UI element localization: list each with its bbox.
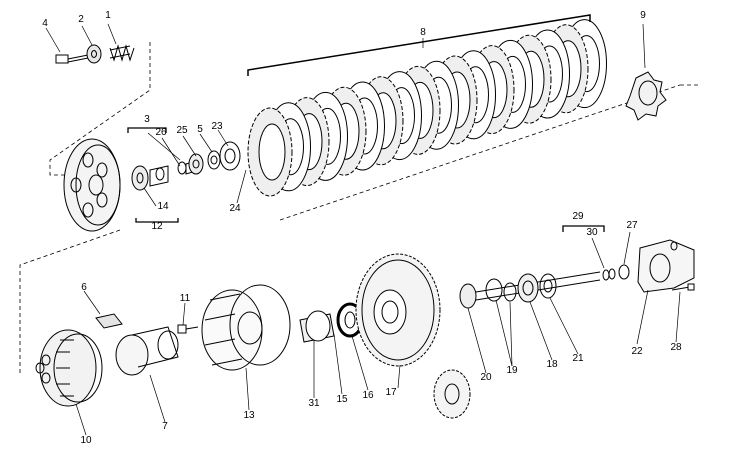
washer-part-2 xyxy=(86,44,102,64)
screw-part-4 xyxy=(55,54,89,64)
o-rings-part-30 xyxy=(602,268,616,281)
bracket-part-29 xyxy=(562,225,605,232)
o-ring-part-27 xyxy=(618,264,630,280)
callout-7: 7 xyxy=(162,421,168,432)
bracket-part-12 xyxy=(135,218,179,223)
callout-18: 18 xyxy=(546,359,558,370)
callout-17: 17 xyxy=(385,387,397,398)
callout-2: 2 xyxy=(78,14,84,25)
pressure-plate-part-12 xyxy=(63,138,121,232)
callout-22: 22 xyxy=(631,346,643,357)
hub-part-7 xyxy=(115,326,179,376)
bearing-part-18 xyxy=(517,273,539,303)
callout-5: 5 xyxy=(197,124,203,135)
thrust-piece-part-14 xyxy=(131,165,169,191)
callout-13: 13 xyxy=(243,410,255,421)
callout-26: 26 xyxy=(155,127,167,138)
leader-lines xyxy=(45,23,681,436)
callout-12: 12 xyxy=(151,221,163,232)
primary-gear-part-17 xyxy=(355,253,441,367)
bolt-part-28 xyxy=(671,283,695,291)
callout-27: 27 xyxy=(626,220,638,231)
bearing-part-25 xyxy=(188,153,204,175)
lock-washer-part-9 xyxy=(625,71,667,121)
clutch-basket-part-13 xyxy=(201,284,291,371)
seal-part-16 xyxy=(336,302,364,338)
callout-16: 16 xyxy=(362,390,374,401)
assembly-outline-upper xyxy=(19,42,698,375)
callout-15: 15 xyxy=(336,394,348,405)
pinion-gear-part-17 xyxy=(433,369,471,419)
bracket-part-3 xyxy=(127,127,167,133)
callout-10: 10 xyxy=(80,435,92,446)
slave-cylinder-part-22 xyxy=(637,239,695,293)
callout-9: 9 xyxy=(640,10,646,21)
clutch-drum-part-10 xyxy=(35,329,103,407)
callout-25: 25 xyxy=(176,125,188,136)
bushing-part-31 xyxy=(299,310,335,343)
callout-29: 29 xyxy=(572,211,584,222)
bolt-part-11 xyxy=(177,324,199,334)
callout-20: 20 xyxy=(480,372,492,383)
washer-part-5 xyxy=(207,150,221,170)
callout-11: 11 xyxy=(179,293,191,304)
callout-4: 4 xyxy=(42,18,48,29)
callout-30: 30 xyxy=(586,227,598,238)
bracket-part-8 xyxy=(247,14,591,76)
callout-23: 23 xyxy=(211,121,223,132)
callout-1: 1 xyxy=(105,10,111,21)
callout-6: 6 xyxy=(81,282,87,293)
callout-14: 14 xyxy=(157,201,169,212)
spacer-block-part-6 xyxy=(95,313,123,329)
clutch-plate-bore xyxy=(258,123,286,181)
ring-part-23 xyxy=(219,141,241,171)
callout-24: 24 xyxy=(229,203,241,214)
callout-3: 3 xyxy=(144,114,150,125)
washer-part-21 xyxy=(539,273,557,299)
clutch-plate-pack-part-8 xyxy=(247,19,607,197)
spring-part-1 xyxy=(109,44,135,62)
callout-28: 28 xyxy=(670,342,682,353)
callout-19: 19 xyxy=(506,365,518,376)
callout-31: 31 xyxy=(308,398,320,409)
circlip-part-19 xyxy=(485,278,517,302)
callout-21: 21 xyxy=(572,353,584,364)
callout-8: 8 xyxy=(420,27,426,38)
